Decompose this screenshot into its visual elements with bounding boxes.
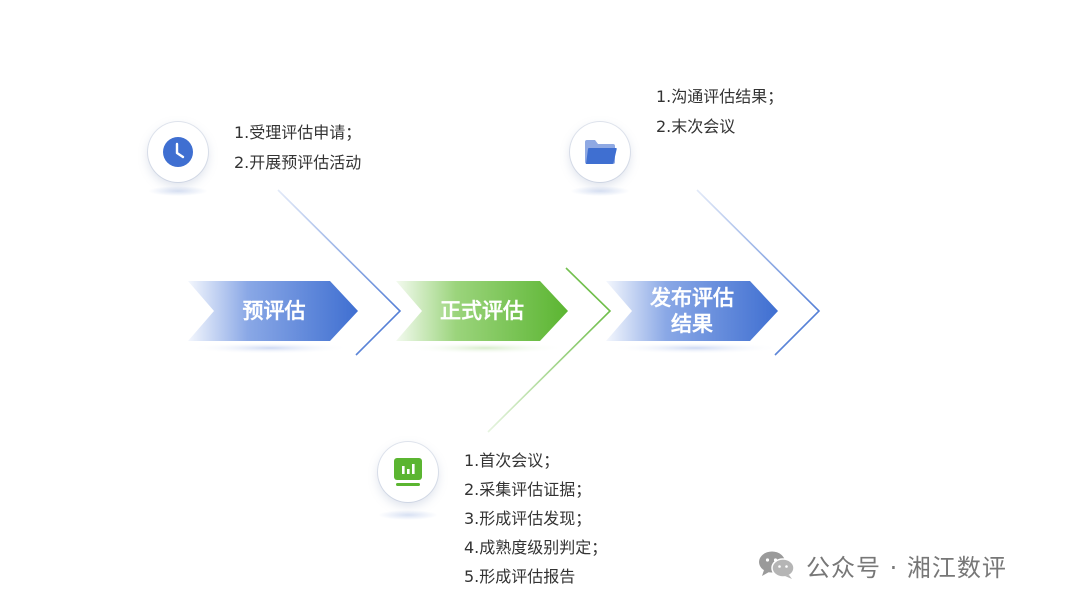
stage-label-formal: 正式评估	[440, 299, 524, 323]
clock-icon-badge	[148, 122, 208, 182]
folder-icon-badge	[570, 122, 630, 182]
chart-board-icon-badge	[378, 442, 438, 502]
stage-label-pre: 预评估	[242, 299, 306, 323]
wechat-icon	[759, 551, 795, 579]
stage-arrow-pre	[188, 281, 358, 341]
note-line: 2.开展预评估活动	[234, 153, 362, 172]
clock-icon	[163, 137, 193, 167]
note-formal: 1.首次会议； 2.采集评估证据； 3.形成评估发现； 4.成熟度级别判定； 5…	[464, 446, 607, 591]
folder-icon	[585, 140, 617, 164]
note-pre: 1.受理评估申请； 2.开展预评估活动	[234, 118, 361, 178]
note-line: 2.采集评估证据；	[464, 480, 592, 499]
note-publish: 1.沟通评估结果； 2.末次会议	[656, 82, 783, 142]
note-line: 1.沟通评估结果；	[656, 87, 784, 106]
note-line: 5.形成评估报告	[464, 567, 576, 586]
stage-arrow-formal	[396, 281, 568, 341]
note-line: 2.末次会议	[656, 117, 736, 136]
chart-board-icon	[394, 458, 422, 486]
connector-pre	[277, 189, 402, 356]
stage-shadow	[405, 342, 565, 354]
note-line: 1.首次会议；	[464, 451, 560, 470]
stage-label-publish: 发布评估 结果	[650, 286, 734, 336]
note-line: 1.受理评估申请；	[234, 123, 362, 142]
note-line: 4.成熟度级别判定；	[464, 538, 608, 557]
stage-shadow	[190, 342, 350, 354]
icon-shadow	[570, 186, 630, 196]
note-line: 3.形成评估发现；	[464, 509, 592, 528]
icon-shadow	[378, 510, 438, 520]
stage-shadow	[610, 342, 780, 354]
watermark-text: 公众号 · 湘江数评	[806, 553, 1007, 582]
watermark: 公众号 · 湘江数评	[758, 548, 1007, 582]
stage-arrow-publish	[606, 281, 778, 341]
icon-shadow	[148, 186, 208, 196]
connector-formal	[487, 267, 612, 433]
connector-publish	[696, 189, 821, 356]
